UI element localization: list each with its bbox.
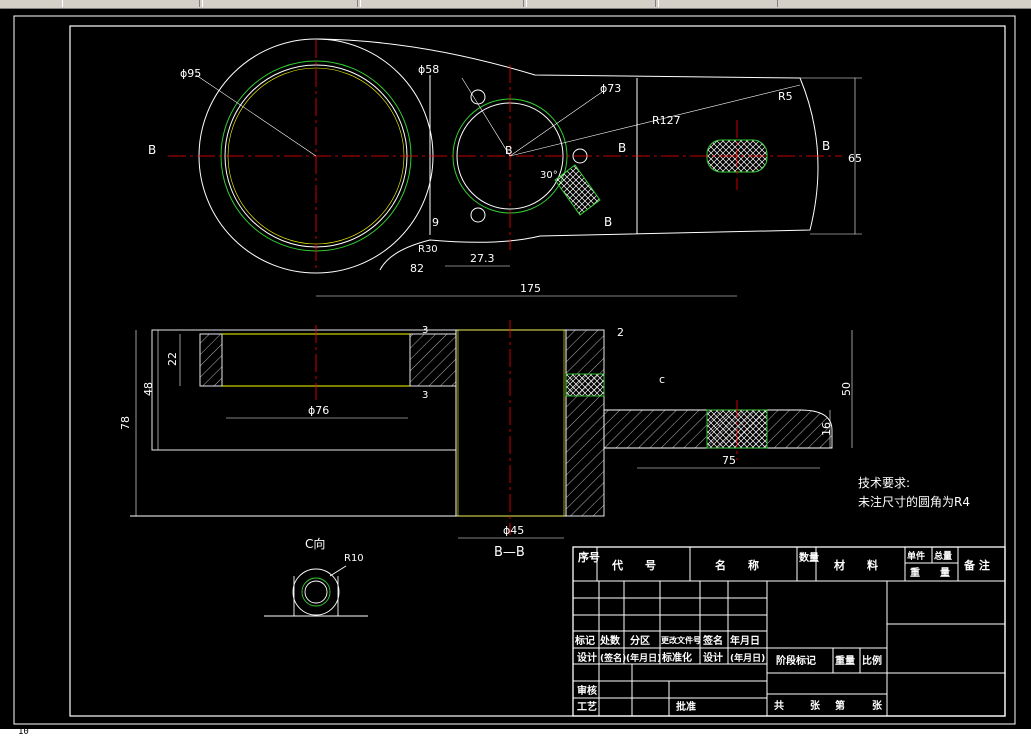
dim-d3b: 3 xyxy=(422,390,428,401)
view-c-title: C向 xyxy=(305,536,325,551)
bolt-hole-1 xyxy=(470,89,486,105)
section-wall-mid xyxy=(409,333,457,387)
dim-r30: R30 xyxy=(418,244,438,255)
dim-a30: 30° xyxy=(540,170,558,181)
tb-daihao: 代 号 xyxy=(611,558,656,572)
tb-biaozhunhua: 标准化 xyxy=(661,651,692,664)
tb-shenhe: 审核 xyxy=(577,684,597,697)
toolbar-field-5[interactable] xyxy=(658,0,778,7)
dim-r5: R5 xyxy=(778,90,793,103)
label-b-center: B xyxy=(505,144,513,157)
arm-outline xyxy=(315,38,819,271)
dim-d273: 27.3 xyxy=(470,252,495,265)
dim-d175: 175 xyxy=(520,282,541,295)
dim-d76: ϕ76 xyxy=(308,404,329,417)
label-arrow-c: c xyxy=(659,373,665,386)
toolbar-field-3[interactable] xyxy=(360,0,524,7)
command-line[interactable] xyxy=(0,729,1031,737)
dim-r127: R127 xyxy=(652,114,681,127)
tb-chushu: 处数 xyxy=(599,634,621,647)
command-text: 10 xyxy=(18,727,29,737)
tb-shuliang: 数量 xyxy=(799,551,819,564)
tb-zhongliang2: 重量 xyxy=(835,654,855,667)
tb-beizhu: 备 注 xyxy=(963,558,990,572)
dim-d78: 78 xyxy=(119,416,132,430)
label-b-mid: B xyxy=(618,141,626,155)
label-b-bottom: B xyxy=(604,215,612,229)
dim-d50: 50 xyxy=(840,382,853,396)
dim-r10: R10 xyxy=(344,553,364,564)
tb-zhang2: 张 xyxy=(872,699,883,712)
inner-border xyxy=(69,25,1006,717)
section-wall-left xyxy=(199,333,223,387)
tb-sheji: 设计 xyxy=(577,651,597,664)
toolbar-strip xyxy=(0,0,1031,9)
tb-di: 第 xyxy=(835,699,845,712)
section-view xyxy=(199,329,833,517)
dim-d65: 65 xyxy=(848,152,862,165)
tech-requirements-note: 未注尺寸的圆角为R4 xyxy=(858,494,970,509)
tb-cailiao: 材 料 xyxy=(834,558,878,572)
tb-mingcheng: 名 称 xyxy=(715,558,759,572)
tb-nianyueri3: (年月日) xyxy=(730,652,765,664)
tb-zhongliang: 重 量 xyxy=(910,566,950,579)
dim-d22: 22 xyxy=(166,352,179,366)
tb-gong: 共 xyxy=(774,699,784,712)
dim-d48: 48 xyxy=(142,382,155,396)
dim-d45: ϕ45 xyxy=(503,524,524,537)
tb-xuhao: 序号 xyxy=(578,550,600,564)
tb-biaoji: 标记 xyxy=(574,634,595,647)
title-block-lines xyxy=(572,546,1006,717)
toolbar-field-2[interactable] xyxy=(202,0,358,7)
tb-pizhun: 批准 xyxy=(676,700,696,713)
dim-d95: ϕ95 xyxy=(180,67,201,80)
bolt-hole-2 xyxy=(470,207,486,223)
tb-qianming: 签名 xyxy=(702,634,723,647)
tb-danjian: 单件 xyxy=(907,550,925,562)
toolbar-field-4[interactable] xyxy=(526,0,656,7)
section-centerlines xyxy=(315,320,738,535)
tb-jieduan: 阶段标记 xyxy=(776,654,816,667)
dim-d82: 82 xyxy=(410,262,424,275)
dim-d2: 2 xyxy=(617,326,624,339)
section-title: B—B xyxy=(494,545,525,560)
tb-nianyueri2: (年月日) xyxy=(626,652,661,664)
tb-gongyi: 工艺 xyxy=(577,700,597,713)
top-dim-lines xyxy=(195,74,862,297)
title-block-text: 序号 代 号 名 称 数量 材 料 单件 总量 重 量 备 注 标记 处数 分区… xyxy=(574,550,990,713)
section-bore-outline xyxy=(455,329,567,517)
section-dim-lines xyxy=(135,330,853,539)
outer-border xyxy=(13,15,1016,725)
tech-requirements-heading: 技术要求: xyxy=(858,476,910,490)
section-outline xyxy=(130,329,565,517)
dim-d73: ϕ73 xyxy=(600,82,621,95)
tb-genggai: 更改文件号 xyxy=(661,635,701,645)
view-c xyxy=(264,565,368,617)
label-b-right: B xyxy=(822,139,830,153)
dim-d58: ϕ58 xyxy=(418,63,439,76)
dim-d16: 16 xyxy=(820,422,833,436)
tb-fenqu: 分区 xyxy=(630,634,650,647)
section-port-hatch xyxy=(565,373,605,397)
section-boss-right xyxy=(565,329,605,517)
dim-d75: 75 xyxy=(722,454,736,467)
tb-zhang1: 张 xyxy=(810,699,821,712)
angled-port xyxy=(554,164,601,216)
tb-sheji2: 设计 xyxy=(703,651,723,664)
dim-d3a: 3 xyxy=(422,325,428,336)
dim-d9: 9 xyxy=(432,216,439,229)
tb-bili: 比例 xyxy=(862,654,882,667)
toolbar-field-1[interactable] xyxy=(62,0,200,7)
label-b-left: B xyxy=(148,143,156,157)
tb-zongliang: 总量 xyxy=(934,550,952,562)
tb-qianming2: (签名) xyxy=(600,652,626,664)
tb-nianyueri: 年月日 xyxy=(730,634,760,647)
